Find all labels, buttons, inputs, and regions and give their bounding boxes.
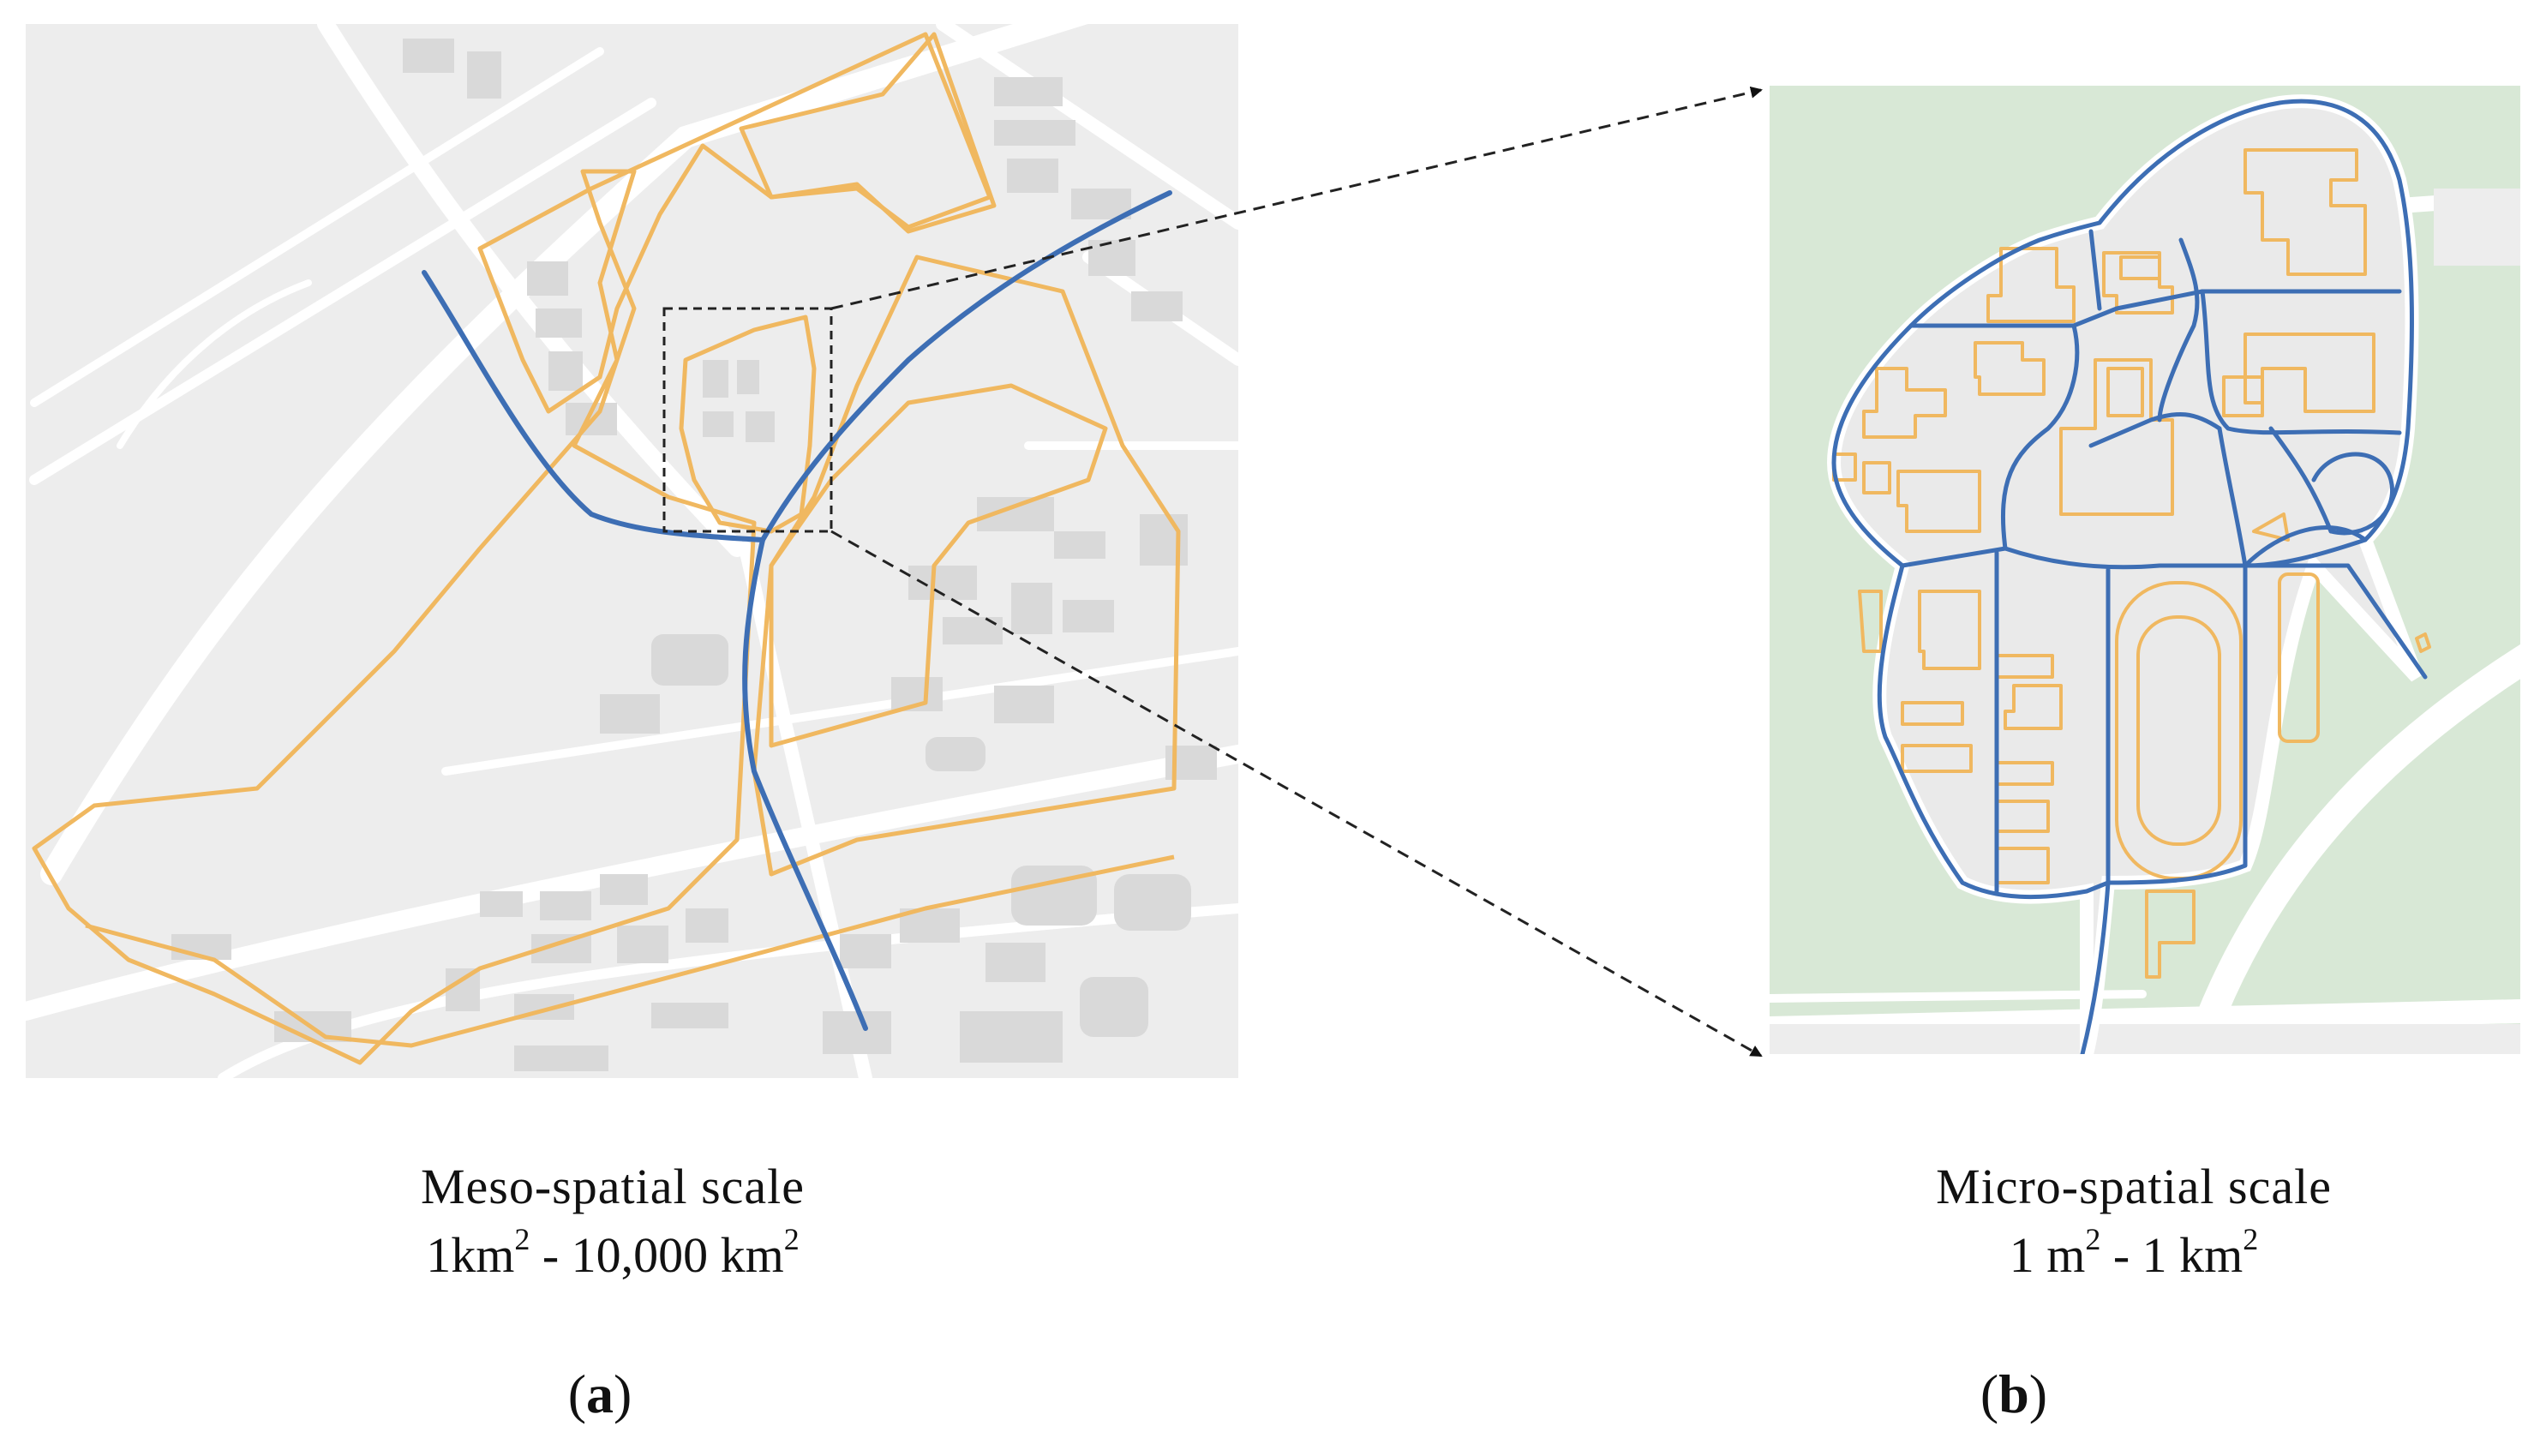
meso-range-from-exp: 2 [514, 1222, 530, 1256]
micro-range-sep: - [2100, 1227, 2142, 1283]
micro-range-to: 1 km [2142, 1227, 2243, 1283]
meso-range-sep: - [530, 1227, 572, 1283]
zoom-box [662, 307, 833, 533]
caption-micro-range: 1 m2 - 1 km2 [1817, 1221, 2451, 1290]
meso-route-branch [760, 190, 1172, 542]
panel-label-b: (b) [1980, 1363, 2048, 1424]
meso-range-to: 10,000 km [571, 1227, 784, 1283]
meso-map [26, 24, 1238, 1078]
micro-path-network [1831, 99, 2428, 1054]
boundary-east-lobe [769, 383, 1108, 748]
micro-range-from-exp: 2 [2085, 1222, 2101, 1256]
caption-micro-title: Micro-spatial scale [1936, 1159, 2332, 1214]
micro-range-from: 1 m [2009, 1227, 2086, 1283]
zoom-connectors [830, 86, 1763, 1058]
panel-label-a: (a) [567, 1363, 632, 1424]
boundary-south-strip [85, 854, 1175, 1048]
connector-arrow-bottom [830, 530, 1763, 1058]
caption-meso-range: 1km2 - 10,000 km2 [283, 1221, 943, 1290]
meso-range-from: 1km [426, 1227, 515, 1283]
panel-label-b-letter: b [1998, 1363, 2029, 1424]
caption-meso-title: Meso-spatial scale [420, 1159, 805, 1214]
panel-label-a-letter: a [586, 1363, 614, 1424]
campus-outline [1831, 99, 2414, 900]
caption-meso: Meso-spatial scale 1km2 - 10,000 km2 [283, 1153, 943, 1290]
meso-range-to-exp: 2 [783, 1222, 800, 1256]
boundary-west-zone [32, 169, 757, 1065]
boundary-northeast-block [739, 32, 997, 234]
caption-micro: Micro-spatial scale 1 m2 - 1 km2 [1817, 1153, 2451, 1290]
meso-boundaries [32, 32, 1181, 1065]
connector-arrow-top [830, 86, 1763, 310]
boundary-north-zone [477, 32, 992, 414]
micro-range-to-exp: 2 [2243, 1222, 2259, 1256]
micro-map [1770, 86, 2520, 1054]
